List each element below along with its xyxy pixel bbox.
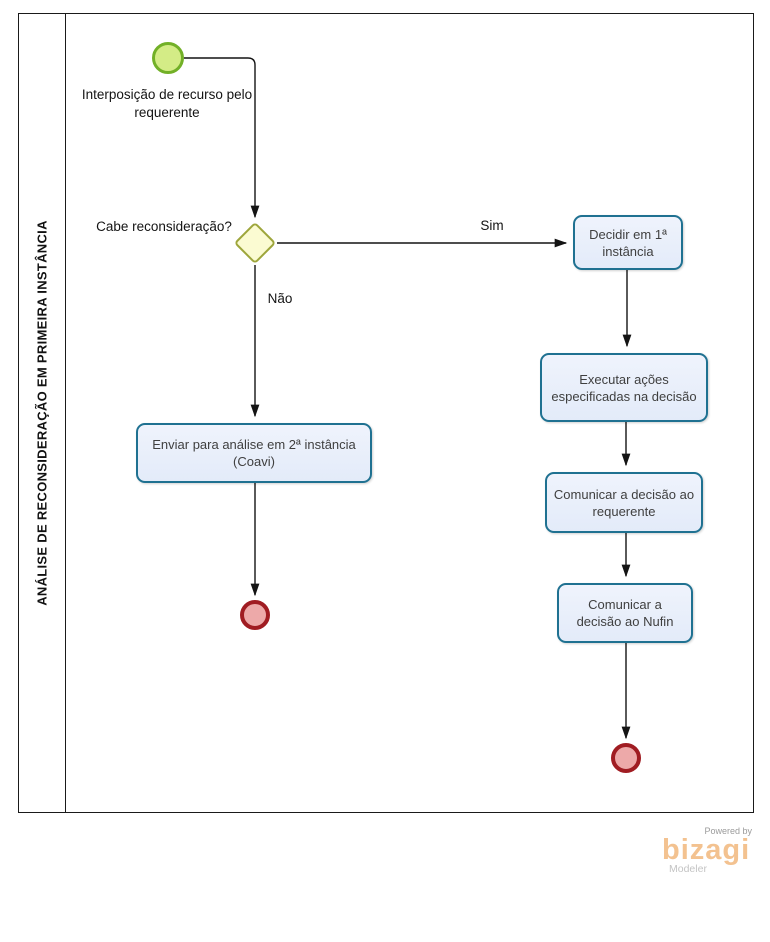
powered-by-text: Powered by	[704, 826, 752, 836]
gateway-label: Cabe reconsideração?	[96, 219, 232, 234]
bizagi-logo: bizagi	[662, 834, 751, 866]
pool-title: ANÁLISE DE RECONSIDERAÇÃO EM PRIMEIRA IN…	[34, 220, 50, 606]
task-label: Executar ações especificadas na decisão	[551, 371, 697, 404]
flow-label-nao: Não	[267, 291, 293, 306]
pool-title-band: ANÁLISE DE RECONSIDERAÇÃO EM PRIMEIRA IN…	[19, 14, 66, 812]
end-event-right[interactable]	[611, 743, 641, 773]
modeler-text: Modeler	[669, 863, 707, 875]
start-event-label: Interposição de recurso pelo requerente	[81, 87, 253, 120]
task-decidir-primeira-instancia[interactable]: Decidir em 1ª instância	[573, 215, 683, 270]
start-event[interactable]	[152, 42, 184, 74]
task-label: Enviar para análise em 2ª instância (Coa…	[152, 437, 356, 469]
end-event-left[interactable]	[240, 600, 270, 630]
task-enviar-segunda-instancia[interactable]: Enviar para análise em 2ª instância (Coa…	[136, 423, 372, 483]
task-executar-acoes[interactable]: Executar ações especificadas na decisão	[540, 353, 708, 422]
task-label: Comunicar a decisão ao requerente	[553, 486, 695, 519]
task-comunicar-decisao-requerente[interactable]: Comunicar a decisão ao requerente	[545, 472, 703, 533]
bizagi-branding: Powered by bizagi Modeler	[662, 826, 754, 875]
task-label: Decidir em 1ª instância	[589, 226, 667, 259]
task-label: Comunicar a decisão ao Nufin	[576, 597, 674, 629]
task-comunicar-decisao-nufin[interactable]: Comunicar a decisão ao Nufin	[557, 583, 693, 643]
flow-label-sim: Sim	[480, 218, 504, 233]
